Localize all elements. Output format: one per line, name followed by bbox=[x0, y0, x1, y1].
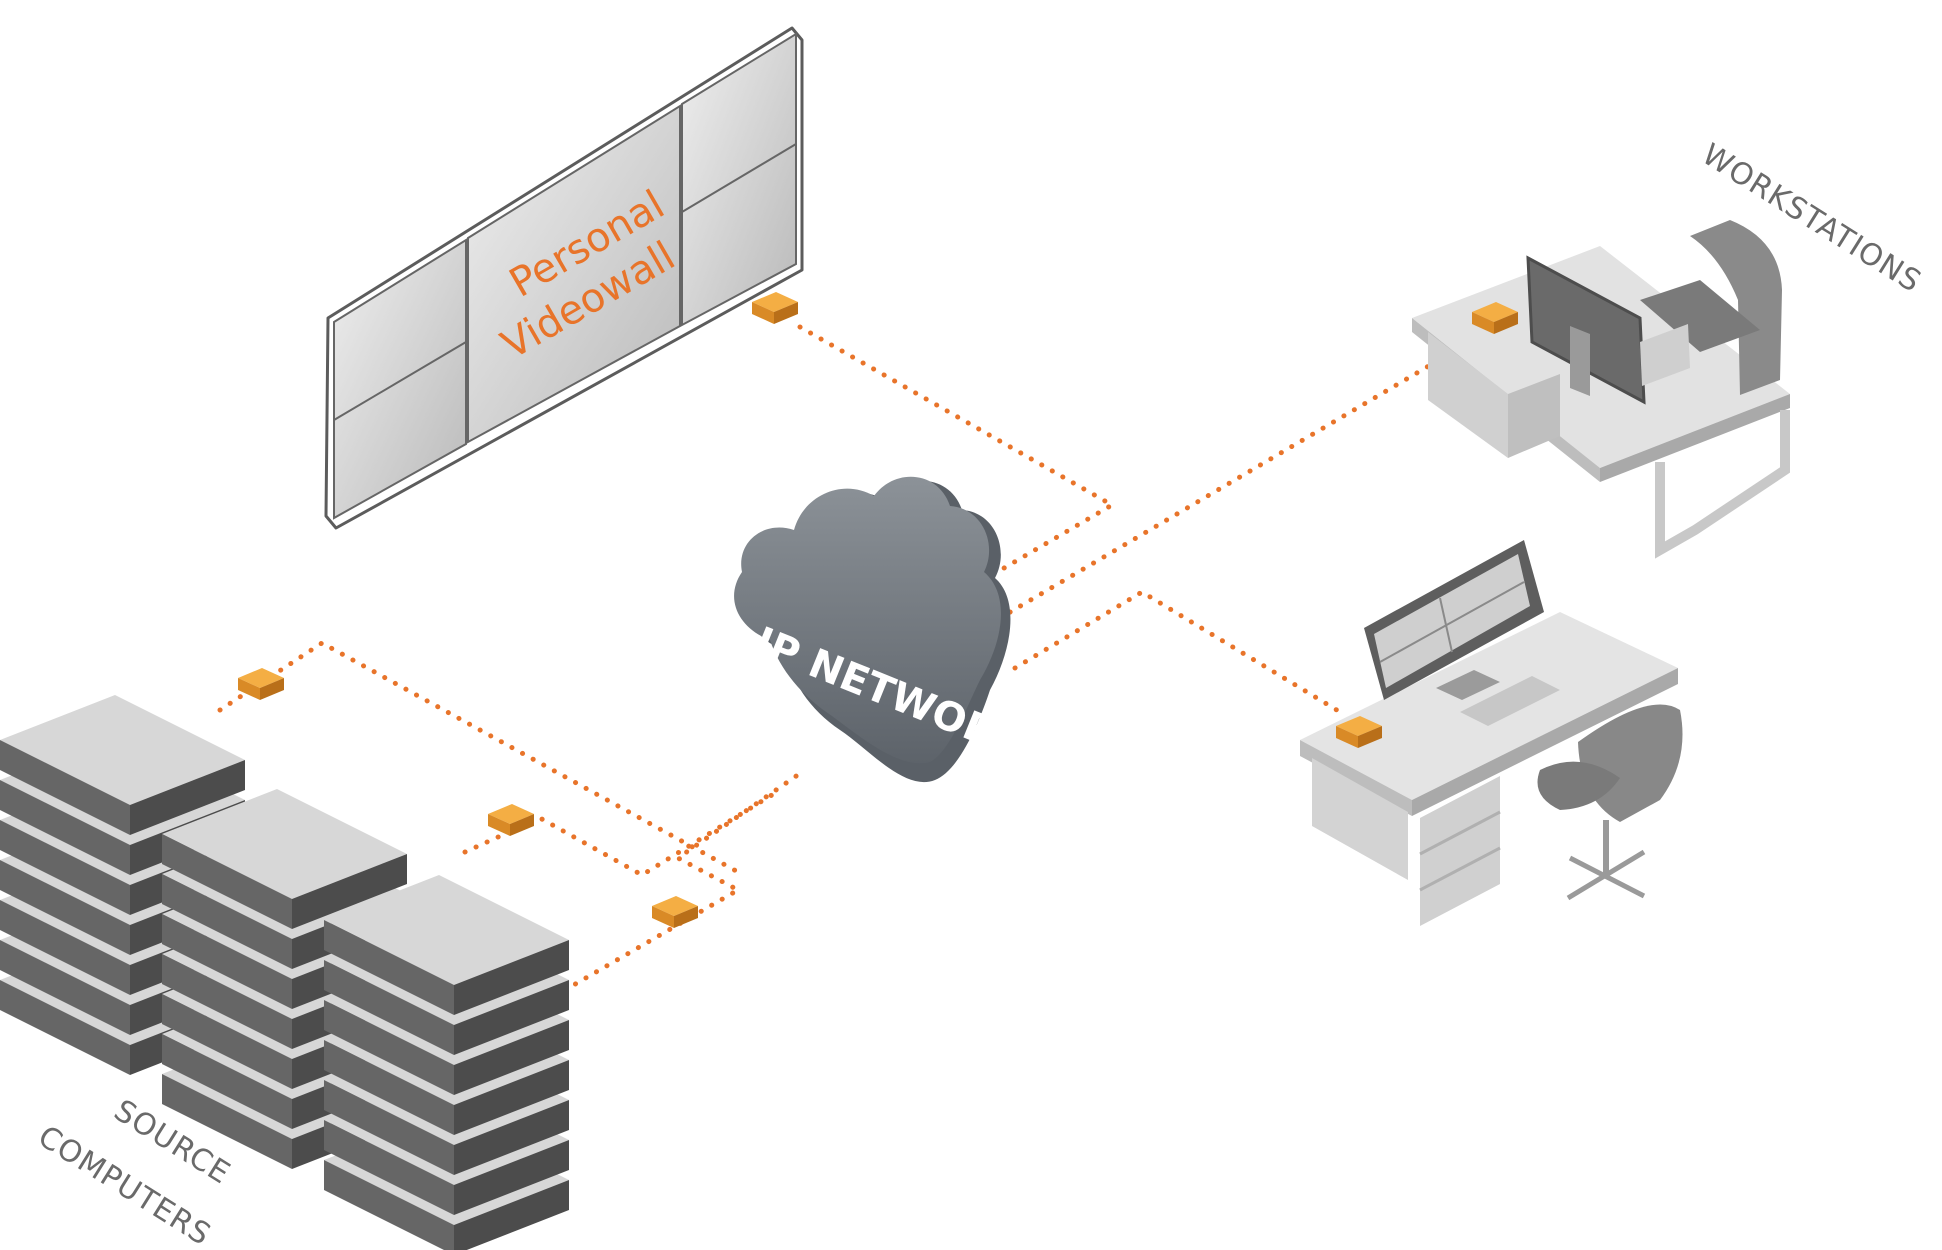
link-source-2 bbox=[462, 787, 783, 878]
cloud-icon: IP NETWORK bbox=[734, 476, 1033, 783]
link-workstation-1 bbox=[997, 327, 1493, 621]
connection-lines bbox=[217, 324, 1493, 993]
chair-icon bbox=[1640, 220, 1782, 395]
link-source-3 bbox=[562, 769, 805, 993]
encoder-box-icon bbox=[752, 292, 798, 324]
desk-icon bbox=[1412, 246, 1790, 559]
encoder-box-icon bbox=[652, 896, 698, 928]
link-workstation-2 bbox=[1012, 589, 1343, 715]
encoder-box-icon bbox=[238, 668, 284, 700]
server-stack-3 bbox=[324, 875, 569, 1250]
workstation-2 bbox=[1300, 540, 1683, 926]
link-source-1 bbox=[217, 640, 741, 875]
videowall-icon: Personal Videowall bbox=[324, 26, 804, 530]
encoder-box-icon bbox=[488, 804, 534, 836]
link-videowall bbox=[797, 324, 1118, 588]
workstation-1 bbox=[1412, 220, 1790, 559]
chair-icon bbox=[1537, 704, 1683, 901]
monitor-icon bbox=[1364, 540, 1560, 726]
monitor-icon bbox=[1526, 255, 1690, 405]
